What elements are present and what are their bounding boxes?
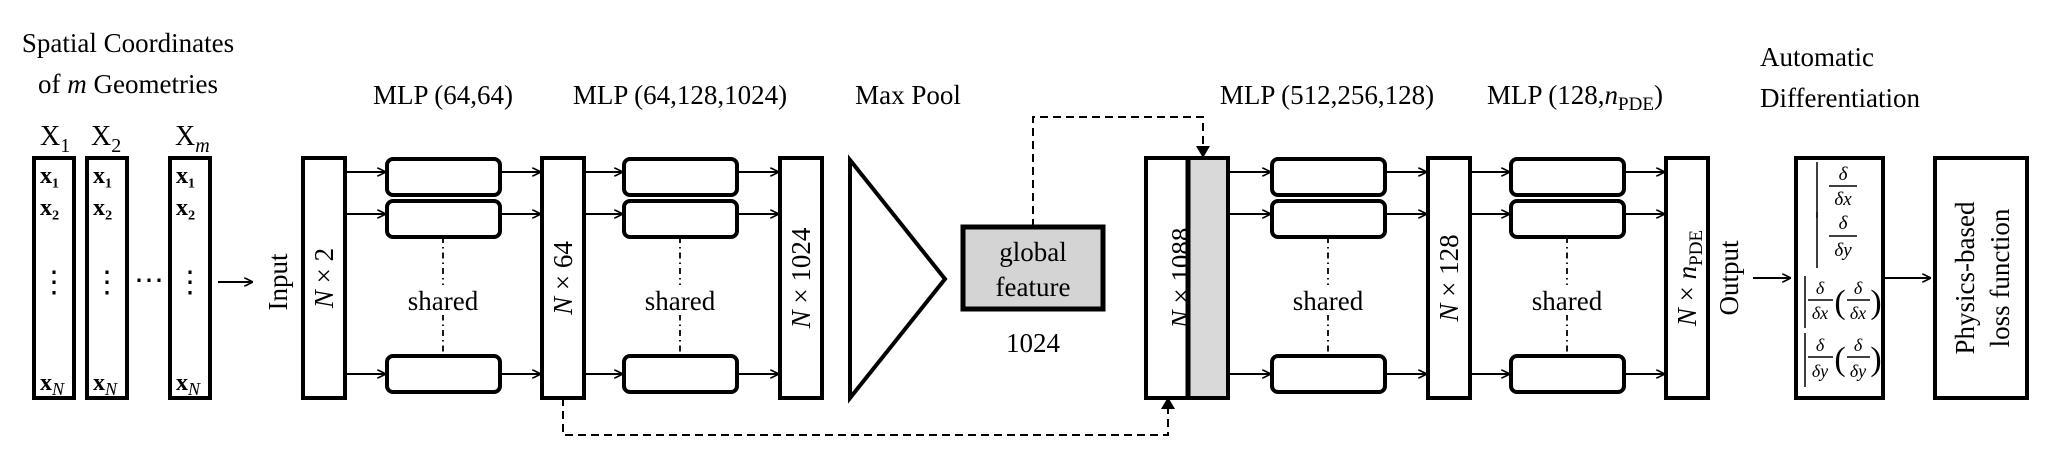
derivative-dx-num: δ	[1839, 164, 1849, 185]
derivative-dy-den: δy	[1834, 240, 1852, 261]
geometry-column-1	[32, 156, 76, 400]
second-derivative-dy-inner-den: δy	[1850, 361, 1866, 381]
input-title-line2: of m Geometries	[38, 69, 218, 99]
tensor-n-by-2	[301, 156, 347, 400]
mlp3-unit	[1270, 354, 1387, 394]
vertical-dots: ⋮	[39, 266, 69, 299]
mlp1-unit	[385, 199, 502, 239]
tensor-n-by-1088-label: N × 1088	[1166, 228, 1196, 330]
derivative-dx-den: δx	[1834, 189, 1852, 210]
mlp2-unit	[622, 199, 739, 239]
loss-function-label: Physics-based	[1950, 201, 1980, 354]
coord-xn: xN	[176, 370, 201, 399]
coord-x2: x₂	[93, 195, 112, 221]
mlp1-unit	[385, 157, 502, 197]
svg-text:): )	[1870, 284, 1881, 321]
coord-x1: x₁	[40, 163, 59, 189]
coord-xn: xN	[40, 370, 65, 399]
loss-function-box	[1933, 156, 2029, 400]
autodiff-label-line2: Differentiation	[1760, 83, 1920, 113]
shared-label: shared	[645, 286, 716, 316]
second-derivative-dy-inner-num: δ	[1854, 335, 1863, 355]
svg-text:): )	[1870, 341, 1881, 378]
column-header-x1: X1	[40, 121, 70, 157]
loss-function-label-line2: loss function	[1985, 208, 2015, 347]
derivative-operators-box	[1794, 156, 1885, 400]
horizontal-dots: ⋯	[134, 264, 164, 297]
mlp3-unit	[1270, 199, 1387, 239]
maxpool-triangle	[848, 154, 948, 404]
coord-xn: xN	[93, 370, 118, 399]
vertical-dots: ⋮	[92, 266, 122, 299]
tensor-n-by-128-label: N × 128	[1434, 234, 1464, 322]
column-header-x2: X2	[91, 121, 121, 157]
coord-x1: x₁	[93, 163, 112, 189]
mlp4-unit	[1509, 354, 1626, 394]
mlp1-unit	[385, 354, 502, 394]
coord-x1: x₁	[176, 163, 195, 189]
geometry-column-2	[85, 156, 129, 400]
column-header-xm: Xm	[175, 121, 210, 157]
shared-label: shared	[408, 286, 479, 316]
global-feature-label: global	[999, 237, 1067, 267]
second-derivative-dx-inner-den: δx	[1850, 303, 1866, 323]
shared-label: shared	[1293, 286, 1364, 316]
global-feature-connector	[1032, 116, 1204, 227]
mlp4-unit	[1509, 199, 1626, 239]
mlp4-label: MLP (128,nPDE)	[1487, 80, 1663, 115]
global-feature-size: 1024	[1006, 328, 1061, 358]
second-derivative-dy-num: δ	[1816, 335, 1825, 355]
tensor-n-by-128	[1426, 156, 1472, 400]
mlp4-unit	[1509, 157, 1626, 197]
input-title: Spatial Coordinates	[22, 28, 234, 58]
svg-text:(: (	[1834, 341, 1845, 378]
second-derivative-dx-den: δx	[1812, 303, 1828, 323]
mlp2-label: MLP (64,128,1024)	[573, 80, 787, 110]
autodiff-label: Automatic	[1760, 42, 1874, 72]
second-derivative-dy-den: δy	[1812, 361, 1828, 381]
geometry-column-m	[168, 156, 212, 400]
tensor-n-by-64-label: N × 64	[548, 241, 578, 316]
second-derivative-dx-num: δ	[1816, 278, 1825, 298]
tensor-n-by-1024-label: N × 1024	[786, 227, 816, 329]
mlp2-unit	[622, 157, 739, 197]
output-label: Output	[1714, 240, 1744, 316]
global-feature-label-line2: feature	[996, 272, 1071, 302]
vertical-dots: ⋮	[175, 266, 205, 299]
maxpool-label: Max Pool	[855, 80, 961, 110]
second-derivative-dx-inner-num: δ	[1854, 278, 1863, 298]
tensor-n-by-2-label: N × 2	[309, 248, 339, 309]
input-label: Input	[263, 253, 293, 310]
skip-connection	[562, 398, 1169, 436]
mlp2-unit	[622, 354, 739, 394]
tensor-n-by-64	[540, 156, 586, 400]
mlp1-label: MLP (64,64)	[373, 80, 513, 110]
tensor-n-by-npde-label: N × nPDE	[1672, 230, 1707, 327]
tensor-n-by-npde	[1664, 156, 1710, 400]
svg-text:(: (	[1834, 284, 1845, 321]
shared-label: shared	[1532, 286, 1603, 316]
tensor-n-by-1024	[778, 156, 824, 400]
mlp3-label: MLP (512,256,128)	[1220, 80, 1434, 110]
coord-x2: x₂	[40, 195, 59, 221]
mlp3-unit	[1270, 157, 1387, 197]
coord-x2: x₂	[176, 195, 195, 221]
derivative-dy-num: δ	[1839, 213, 1849, 234]
